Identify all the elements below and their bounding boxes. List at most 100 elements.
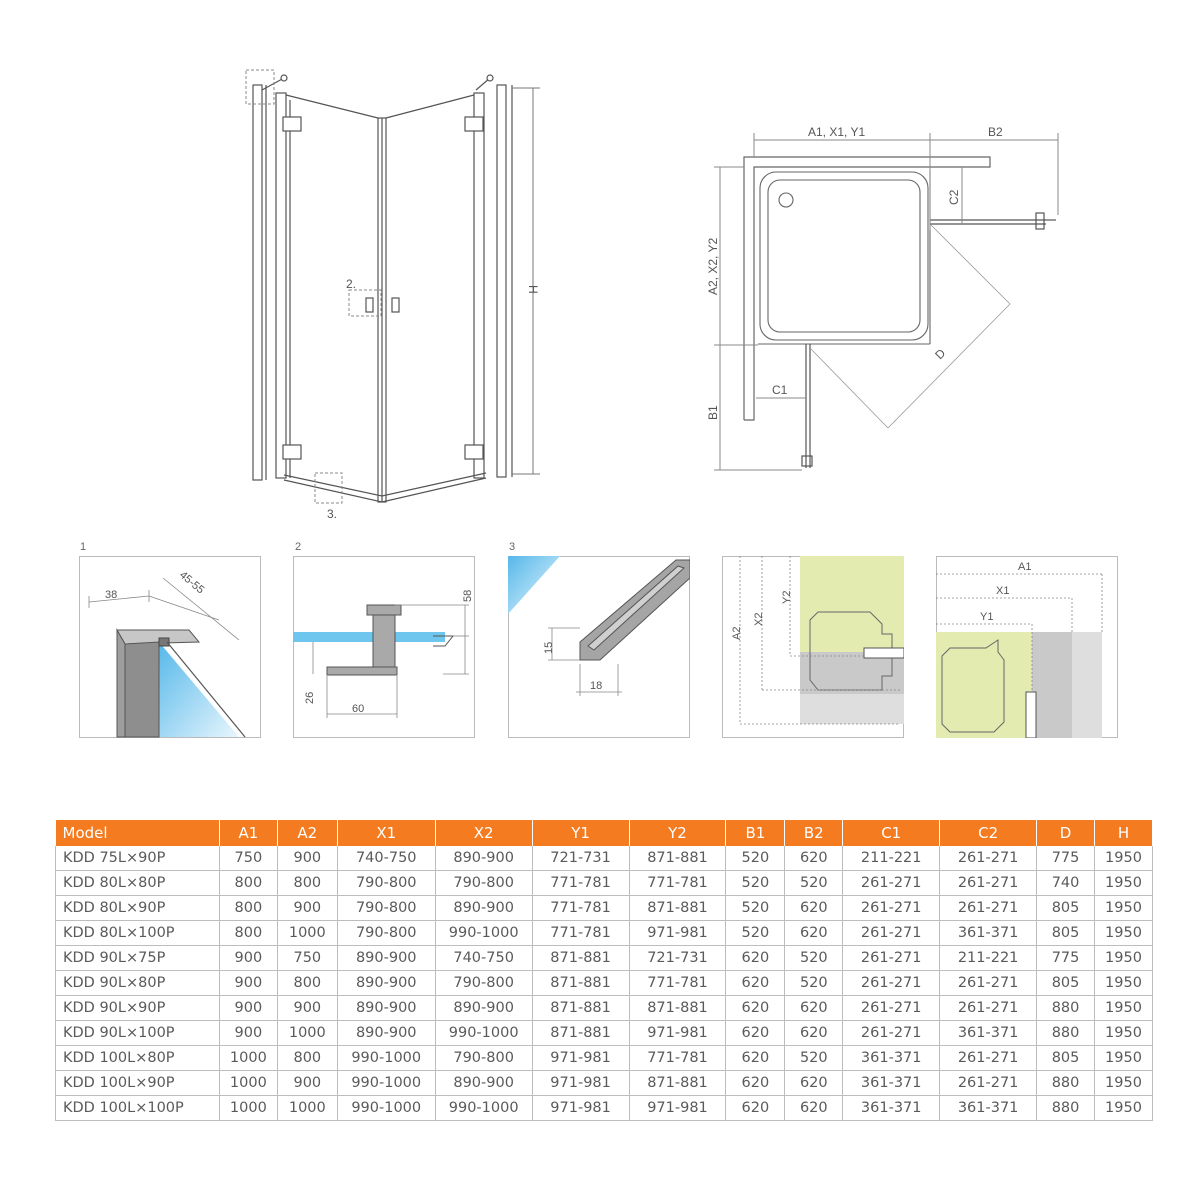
- table-cell: 520: [725, 895, 786, 921]
- detail-5-dim-y1: Y1: [980, 611, 993, 623]
- table-cell: 1950: [1094, 846, 1153, 871]
- table-cell: 520: [784, 870, 844, 896]
- column-header-b1: B1: [725, 820, 786, 846]
- table-cell: 890-900: [435, 995, 533, 1021]
- model-cell: KDD 80L×80P: [55, 870, 220, 896]
- callout-3-label: 3.: [327, 507, 337, 521]
- table-cell: 620: [725, 1070, 786, 1096]
- detail-3-number: 3: [509, 541, 516, 553]
- table-cell: 620: [784, 920, 844, 946]
- detail-4-dim-x2: X2: [753, 613, 765, 626]
- table-cell: 740-750: [435, 945, 533, 971]
- table-cell: 900: [219, 1020, 278, 1046]
- table-cell: 790-800: [337, 920, 436, 946]
- table-cell: 620: [784, 846, 844, 871]
- model-cell: KDD 100L×100P: [55, 1095, 220, 1121]
- table-cell: 520: [725, 920, 786, 946]
- table-cell: 1950: [1094, 1070, 1153, 1096]
- table-cell: 1950: [1094, 945, 1153, 971]
- table-cell: 890-900: [337, 945, 436, 971]
- table-cell: 805: [1036, 970, 1095, 996]
- column-header-a1: A1: [219, 820, 278, 846]
- column-header-y1: Y1: [532, 820, 630, 846]
- table-cell: 805: [1036, 895, 1095, 921]
- table-cell: 890-900: [337, 1020, 436, 1046]
- detail-5-dim-a1: A1: [1018, 561, 1031, 573]
- table-cell: 871-881: [629, 995, 727, 1021]
- table-cell: 740-750: [337, 846, 436, 871]
- column-header-y2: Y2: [629, 820, 727, 846]
- table-cell: 900: [277, 1070, 338, 1096]
- table-cell: 1000: [219, 1045, 278, 1071]
- callout-2-label: 2.: [346, 277, 356, 291]
- model-cell: KDD 90L×90P: [55, 995, 220, 1021]
- table-cell: 771-781: [532, 895, 630, 921]
- table-cell: 880: [1036, 1070, 1095, 1096]
- column-header-x1: X1: [337, 820, 436, 846]
- detail-5-panel: A1 X1 Y1: [936, 556, 1118, 738]
- dim-b2-label: B2: [988, 125, 1003, 139]
- table-cell: 880: [1036, 1095, 1095, 1121]
- table-cell: 871-881: [532, 995, 630, 1021]
- table-cell: 361-371: [842, 1070, 941, 1096]
- detail-2-dim-26: 26: [304, 692, 316, 704]
- table-cell: 520: [725, 846, 786, 871]
- table-cell: 971-981: [629, 920, 727, 946]
- table-cell: 740: [1036, 870, 1095, 896]
- table-cell: 1000: [277, 1095, 338, 1121]
- detail-1-number: 1: [80, 541, 87, 553]
- table-cell: 890-900: [435, 895, 533, 921]
- table-cell: 261-271: [842, 895, 941, 921]
- table-cell: 900: [219, 995, 278, 1021]
- table-cell: 771-781: [532, 920, 630, 946]
- detail-3-panel: 15 18: [508, 556, 690, 738]
- table-cell: 880: [1036, 1020, 1095, 1046]
- table-cell: 721-731: [629, 945, 727, 971]
- table-cell: 800: [219, 895, 278, 921]
- table-cell: 775: [1036, 945, 1095, 971]
- column-header-x2: X2: [435, 820, 533, 846]
- table-cell: 261-271: [842, 995, 941, 1021]
- detail-2-number: 2: [295, 541, 302, 553]
- table-cell: 520: [784, 945, 844, 971]
- model-cell: KDD 80L×90P: [55, 895, 220, 921]
- table-cell: 890-900: [337, 995, 436, 1021]
- table-cell: 1950: [1094, 1095, 1153, 1121]
- detail-3-dim-15: 15: [543, 642, 555, 654]
- table-cell: 1950: [1094, 995, 1153, 1021]
- table-cell: 520: [784, 970, 844, 996]
- table-cell: 1950: [1094, 1045, 1153, 1071]
- table-cell: 620: [725, 945, 786, 971]
- dim-d-label: D: [932, 346, 948, 362]
- detail-4-dim-a2: A2: [731, 627, 743, 640]
- dim-a1-x1-y1-label: A1, X1, Y1: [808, 125, 865, 139]
- table-cell: 1000: [277, 920, 338, 946]
- table-cell: 620: [725, 1095, 786, 1121]
- table-cell: 620: [784, 1020, 844, 1046]
- table-cell: 871-881: [532, 970, 630, 996]
- table-cell: 800: [277, 970, 338, 996]
- table-cell: 790-800: [435, 870, 533, 896]
- table-cell: 261-271: [939, 895, 1038, 921]
- detail-3-dim-18: 18: [590, 680, 602, 692]
- dim-c2-label: C2: [947, 189, 961, 205]
- table-cell: 871-881: [629, 1070, 727, 1096]
- table-cell: 800: [219, 870, 278, 896]
- dim-a2-x2-y2-label: A2, X2, Y2: [706, 238, 720, 295]
- column-header-c1: C1: [842, 820, 941, 846]
- table-cell: 361-371: [842, 1045, 941, 1071]
- table-cell: 871-881: [532, 1020, 630, 1046]
- table-cell: 620: [784, 1095, 844, 1121]
- table-cell: 871-881: [629, 895, 727, 921]
- column-header-b2: B2: [784, 820, 844, 846]
- table-cell: 900: [219, 945, 278, 971]
- table-cell: 211-221: [939, 945, 1038, 971]
